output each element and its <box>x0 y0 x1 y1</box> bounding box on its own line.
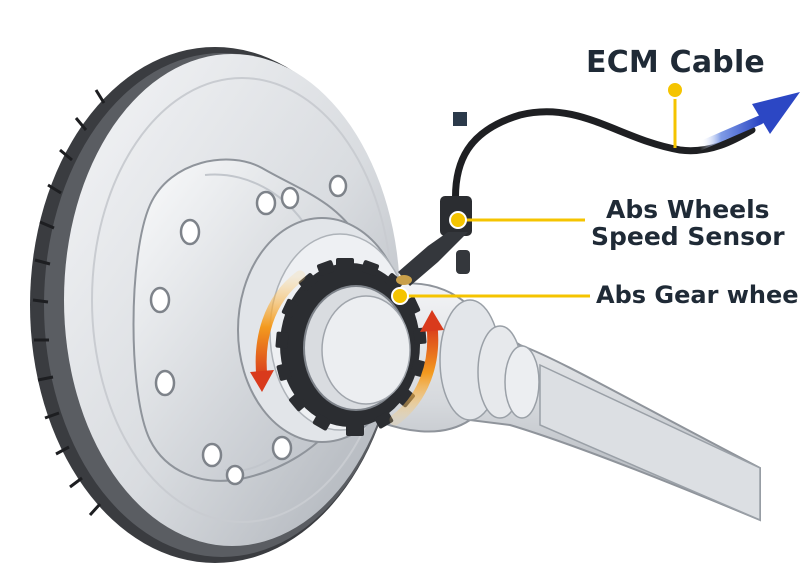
callout-ecm-cable <box>666 81 684 148</box>
abs-speed-sensor <box>396 108 756 286</box>
rotation-arrow-icon <box>250 270 444 426</box>
drive-shaft <box>374 282 761 522</box>
arrow-right-icon <box>695 92 800 151</box>
speed-sensor-label: Abs Wheels Speed Sensor <box>591 196 785 250</box>
gear-teeth <box>275 258 427 436</box>
gear-wheel-label: Abs Gear wheel <box>596 281 800 309</box>
speed-sensor-label-line1: Abs Wheels <box>606 195 770 224</box>
speed-sensor-label-line2: Speed Sensor <box>591 222 785 251</box>
hub-bolt-holes <box>149 174 348 486</box>
ecm-cable-label: ECM Cable <box>586 45 765 80</box>
disc-vents <box>32 89 106 517</box>
square-connector-icon <box>453 112 467 126</box>
abs-gear-wheel <box>275 258 427 436</box>
callout-gear-wheel <box>391 287 590 305</box>
callout-speed-sensor <box>449 211 585 229</box>
